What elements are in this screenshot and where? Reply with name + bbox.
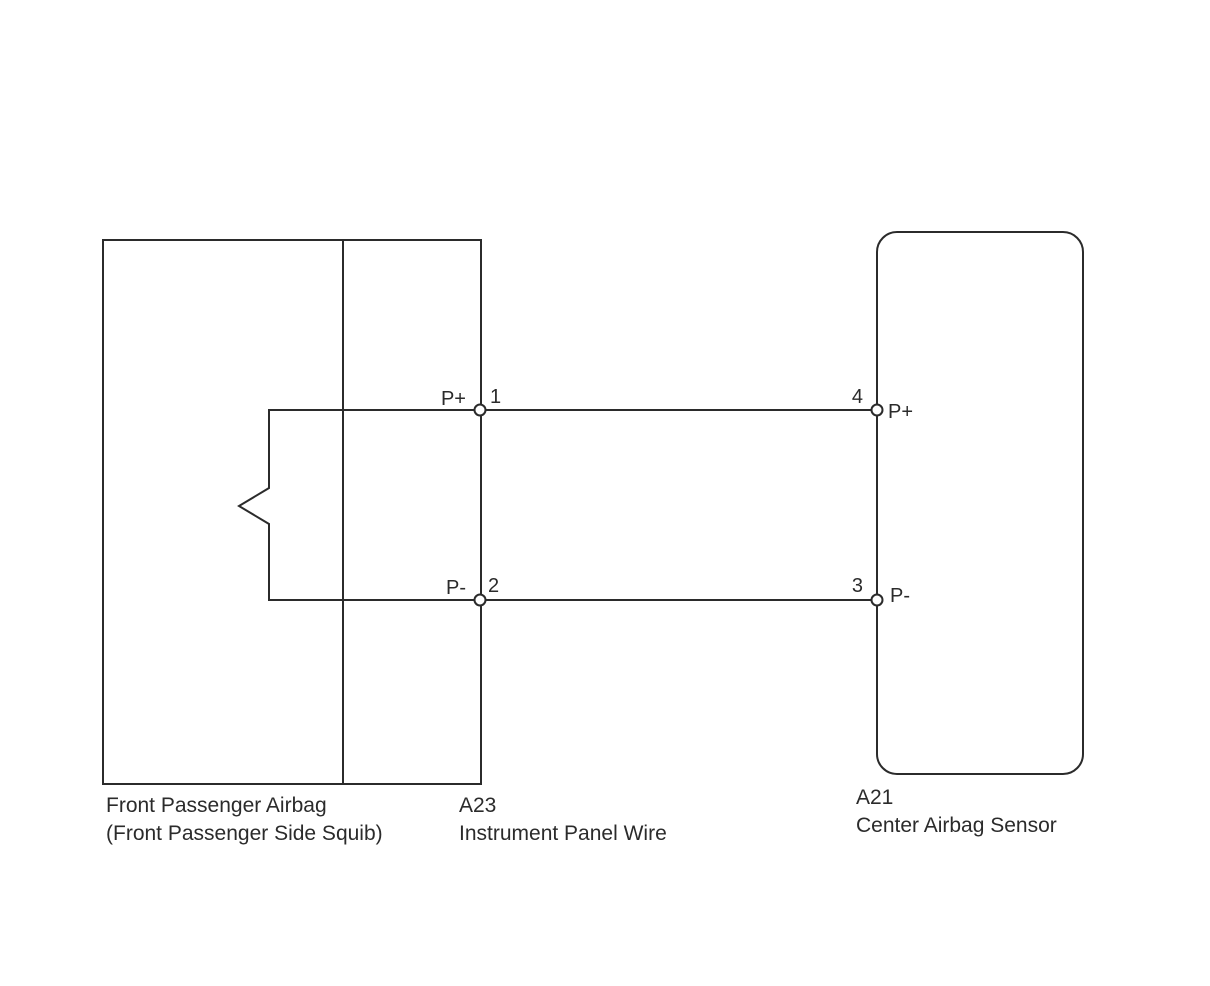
left-minus-pin-label: 2 (488, 575, 499, 597)
terminal-left-minus (473, 593, 487, 607)
right-plus-signal-label: P+ (888, 401, 913, 423)
left-minus-signal-label: P- (446, 577, 466, 599)
squib-element (237, 409, 480, 601)
left-plus-pin-label: 1 (490, 386, 501, 408)
right-minus-signal-label: P- (890, 585, 910, 607)
terminal-right-plus (870, 403, 884, 417)
terminal-right-minus (870, 593, 884, 607)
airbag-name-line1: Front Passenger Airbag (106, 794, 327, 817)
sensor-housing (876, 231, 1084, 775)
airbag-housing (102, 239, 482, 785)
left-plus-signal-label: P+ (441, 388, 466, 410)
right-minus-pin-label: 3 (852, 575, 863, 597)
connector-name: Instrument Panel Wire (459, 822, 667, 845)
connector-code: A23 (459, 794, 496, 817)
terminal-left-plus (473, 403, 487, 417)
airbag-name-line2: (Front Passenger Side Squib) (106, 822, 383, 845)
sensor-code: A21 (856, 786, 893, 809)
sensor-name: Center Airbag Sensor (856, 814, 1057, 837)
right-plus-pin-label: 4 (852, 386, 863, 408)
